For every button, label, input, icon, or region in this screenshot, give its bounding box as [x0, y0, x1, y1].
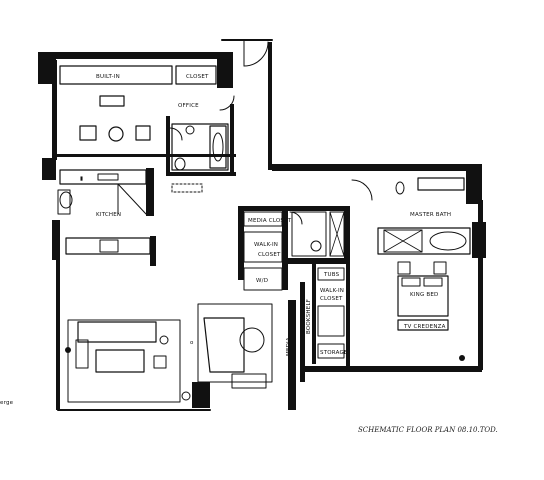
label-bookshelf: BOOKSHELF	[306, 299, 312, 334]
kitchen-room: ▮ KITCHEN	[57, 169, 203, 255]
master-closets: TUBS WALK-IN CLOSET STORAGE BOOKSHELF	[306, 267, 348, 359]
plan-signature: SCHEMATIC FLOOR PLAN 08.10.TOD.	[358, 426, 498, 434]
label-tv-credenza: TV CREDENZA	[403, 324, 446, 330]
office-bath	[169, 123, 229, 171]
office-room: BUILT-IN CLOSET OFFICE	[59, 65, 235, 142]
label-built-in: BUILT-IN	[96, 74, 120, 80]
living-room: MEDIA o	[65, 303, 292, 403]
svg-text:o: o	[190, 340, 194, 346]
label-office: OFFICE	[178, 103, 199, 109]
left-edge-text: erge	[0, 400, 14, 406]
label-walk-in-closet-1: WALK-IN	[254, 242, 278, 248]
label-walk-in-closet-2b: CLOSET	[320, 296, 343, 302]
label-master-bath: MASTER BATH	[410, 212, 451, 218]
central-closets: MEDIA CLOSET WALK-IN CLOSET W/D	[243, 211, 345, 291]
master-bedroom: KING BED TV CREDENZA	[397, 261, 465, 361]
label-walk-in-closet-1b: CLOSET	[258, 252, 281, 258]
label-media: MEDIA	[286, 337, 292, 356]
label-king-bed: KING BED	[410, 292, 438, 298]
label-tubs: TUBS	[323, 272, 340, 278]
exterior-walls	[38, 39, 486, 411]
label-storage: STORAGE	[320, 350, 348, 356]
label-walk-in-closet-2: WALK-IN	[320, 288, 344, 294]
entry-door	[243, 39, 269, 67]
label-closet: CLOSET	[186, 74, 209, 80]
svg-text:▮: ▮	[80, 176, 83, 182]
label-kitchen: KITCHEN	[96, 212, 121, 218]
master-bath-room: MASTER BATH	[351, 177, 471, 255]
label-wd: W/D	[256, 278, 268, 284]
label-media-closet: MEDIA CLOSET	[248, 218, 292, 224]
